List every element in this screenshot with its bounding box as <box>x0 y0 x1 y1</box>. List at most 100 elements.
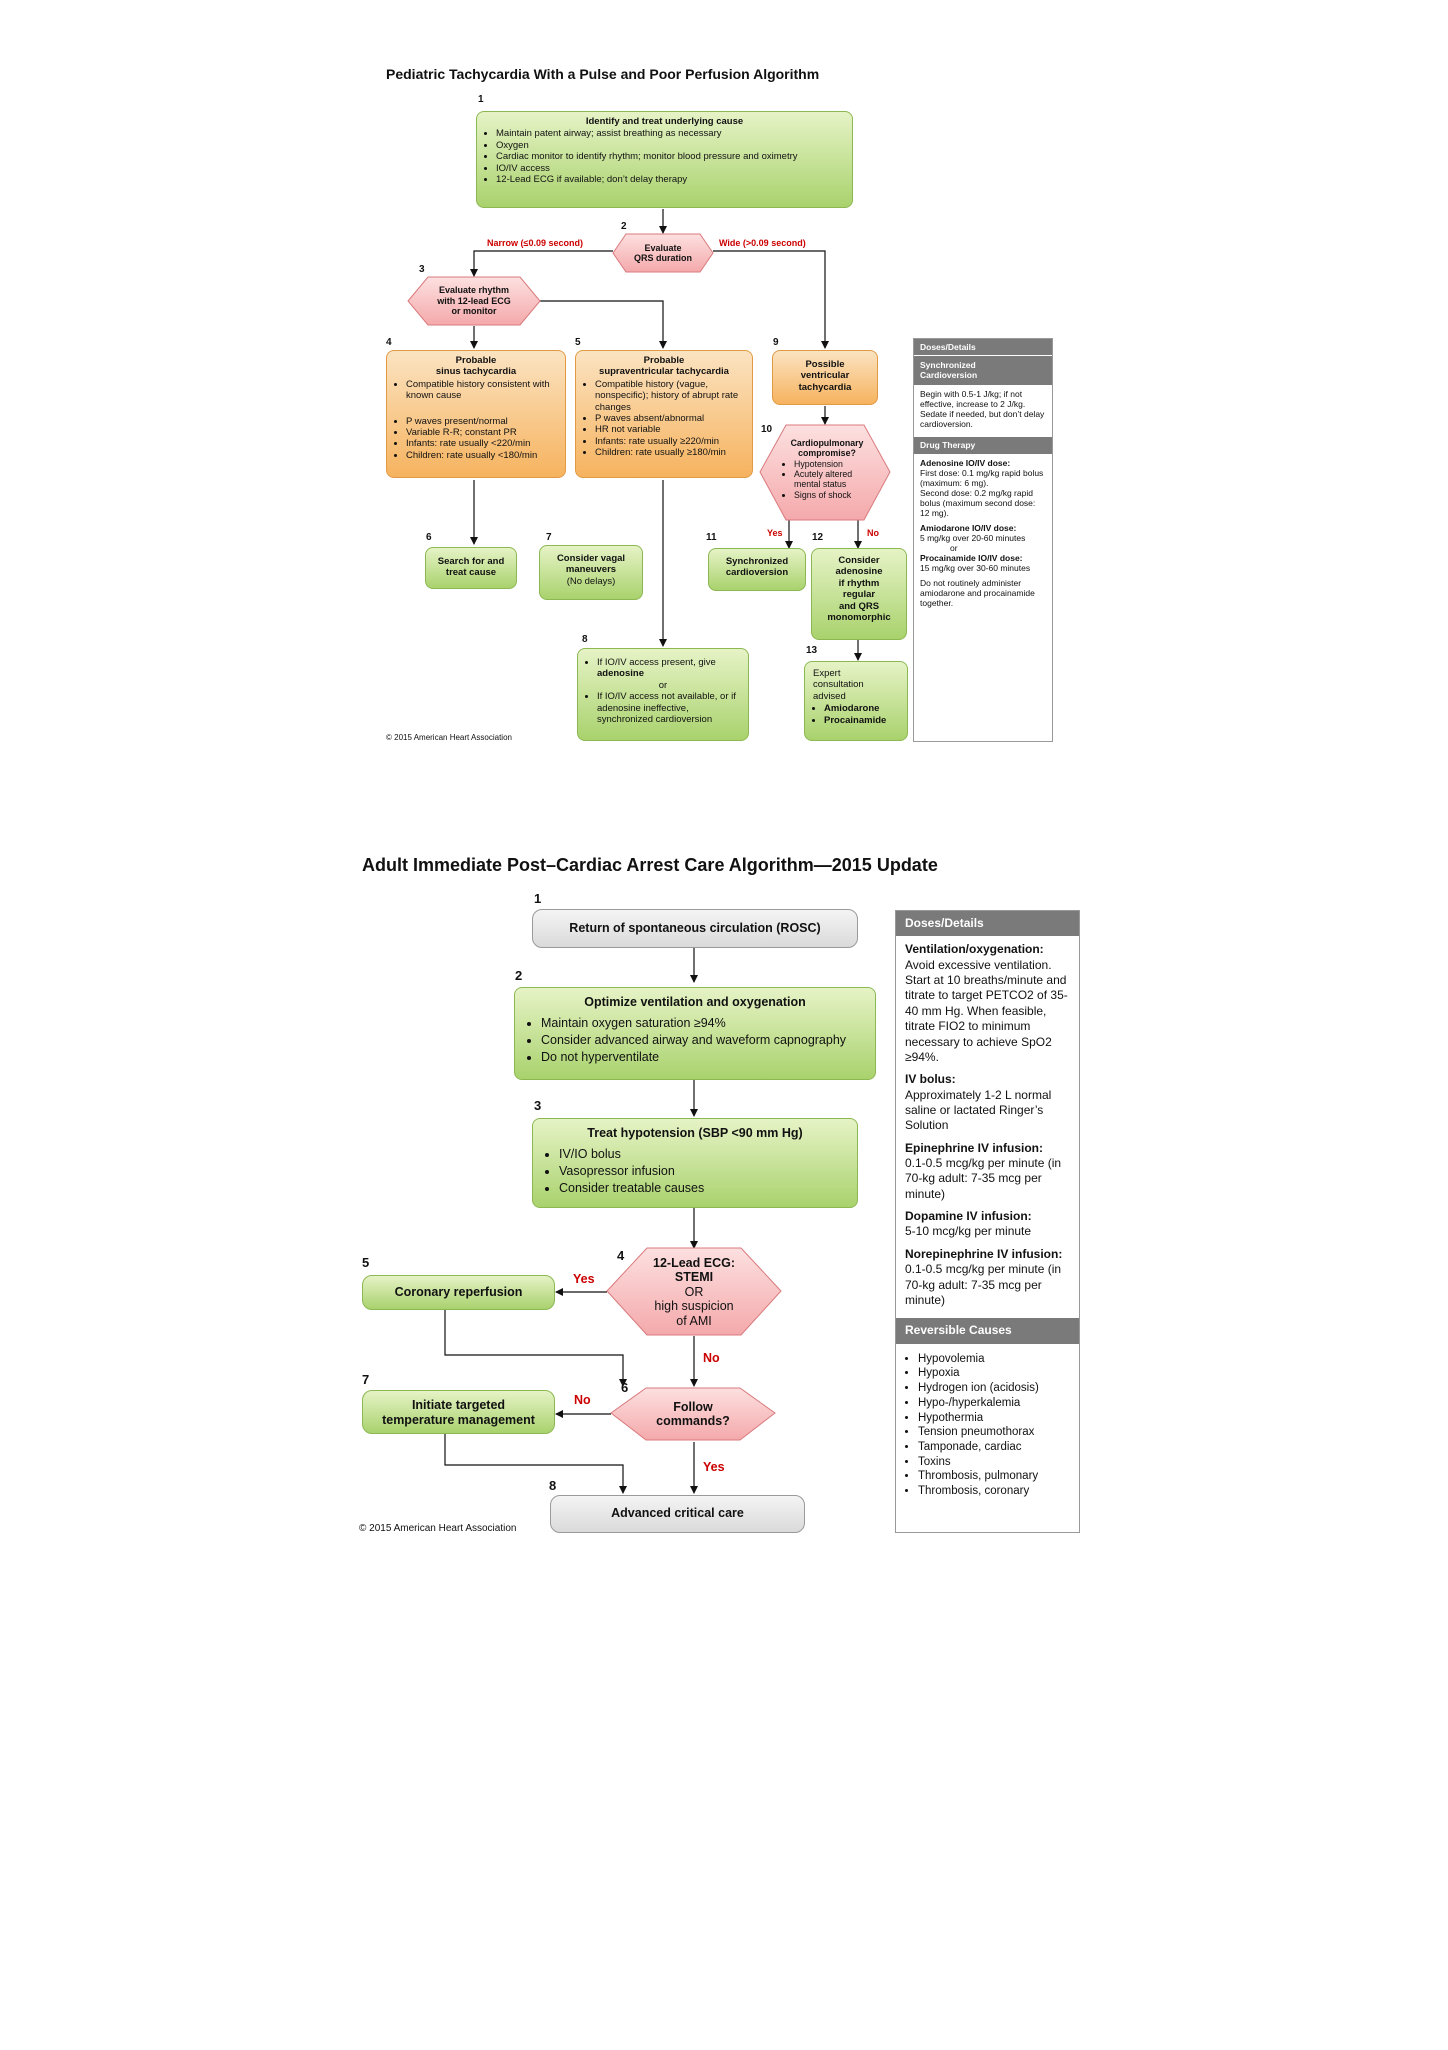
sync-cardioversion-box: Synchronized cardioversion <box>708 548 806 591</box>
step-number: 4 <box>386 337 392 348</box>
box-line: (No delays) <box>566 575 616 587</box>
list-item: Children: rate usually ≥180/min <box>595 447 744 458</box>
consider-adenosine-box: Consider adenosine if rhythm regular and… <box>811 548 907 640</box>
box-line: Possible <box>805 359 845 370</box>
rhythm-hexagon <box>407 276 541 326</box>
ventilation-box: Optimize ventilation and oxygenation Mai… <box>514 987 876 1080</box>
list-item: Consider treatable causes <box>559 1180 847 1197</box>
box-line: if rhythm <box>838 577 880 589</box>
cause-item: Tamponade, cardiac <box>918 1440 1070 1455</box>
dose-heading: IV bolus: <box>905 1072 956 1087</box>
drug-text: Second dose: 0.2 mg/kg rapid bolus (maxi… <box>920 488 1036 519</box>
box-title: supraventricular tachycardia <box>599 366 729 378</box>
list-item: Maintain patent airway; assist breathing… <box>496 128 844 139</box>
search-treat-box: Search for and treat cause <box>425 547 517 589</box>
box-line: Expert <box>813 668 841 679</box>
yes-label: Yes <box>767 528 783 538</box>
step-number: 12 <box>812 532 824 543</box>
box-line: treat cause <box>445 567 497 579</box>
list-item: 12-Lead ECG if available; don’t delay th… <box>496 174 844 185</box>
box-line: tachycardia <box>798 381 852 393</box>
dose-heading: Epinephrine IV infusion: <box>905 1140 1043 1155</box>
hex-line: OR <box>684 1284 704 1299</box>
panel-subheader: Drug Therapy <box>914 437 1052 454</box>
hex-line: high suspicion <box>654 1299 734 1314</box>
list-item: If IO/IV access not available, or if ade… <box>597 691 740 725</box>
step-number: 13 <box>806 645 818 656</box>
dose-heading: Dopamine IV infusion: <box>905 1209 1032 1224</box>
copyright: © 2015 American Heart Association <box>359 1523 517 1534</box>
step-number: 2 <box>515 968 523 983</box>
step-number: 5 <box>362 1255 370 1270</box>
step-number: 11 <box>706 532 717 543</box>
cause-item: Hypothermia <box>918 1411 1070 1426</box>
drug-heading: Adenosine IO/IV dose: <box>920 457 1011 468</box>
step-number: 3 <box>534 1098 542 1113</box>
list-item: Cardiac monitor to identify rhythm; moni… <box>496 151 844 162</box>
dose-text: 0.1-0.5 mcg/kg per minute (in 70-kg adul… <box>905 1262 1062 1307</box>
dose-text: 0.1-0.5 mcg/kg per minute (in 70-kg adul… <box>905 1156 1062 1201</box>
box-line: Synchronized <box>725 556 789 567</box>
hex-line: of AMI <box>676 1313 712 1328</box>
follow-commands-hexagon <box>610 1387 776 1441</box>
adenosine-cardioversion-box: If IO/IV access present, give adenosine … <box>577 648 749 741</box>
box-title: sinus tachycardia <box>435 366 517 378</box>
list-item: Vasopressor infusion <box>559 1163 847 1180</box>
cause-item: Hypovolemia <box>918 1352 1070 1367</box>
step-number: 7 <box>362 1372 370 1387</box>
pediatric-title: Pediatric Tachycardia With a Pulse and P… <box>386 66 820 82</box>
hypotension-box: Treat hypotension (SBP <90 mm Hg) IV/IO … <box>532 1118 858 1208</box>
list-item: Oxygen <box>496 140 844 151</box>
expert-consultation-box: Expert consultation advised Amiodarone P… <box>804 661 908 741</box>
box-title: Probable <box>455 355 497 366</box>
list-item: Infants: rate usually <220/min <box>406 438 557 449</box>
hex-line: commands? <box>656 1414 730 1428</box>
subheader-line: Cardioversion <box>920 370 978 381</box>
box-title: Identify and treat underlying cause <box>585 116 744 127</box>
dose-text: Avoid excessive ventilation. Start at 10… <box>905 957 1068 1064</box>
box-title: Optimize ventilation and oxygenation <box>584 995 806 1009</box>
step-number: 5 <box>575 337 581 348</box>
list-item: P waves present/normal <box>406 416 557 427</box>
temperature-management-box: Initiate targeted temperature management <box>362 1390 555 1434</box>
box-title: Probable <box>643 355 685 366</box>
panel-header: Doses/Details <box>896 911 1079 937</box>
subheader-line: Synchronized <box>920 360 976 371</box>
box-line: regular <box>842 589 876 601</box>
cardioversion-text: Begin with 0.5-1 J/kg; if not effective,… <box>920 388 1045 430</box>
list-item: Procainamide <box>824 715 899 726</box>
step-number: 7 <box>546 532 552 543</box>
list-item: Consider advanced airway and waveform ca… <box>541 1032 865 1049</box>
ped-doses-panel: Doses/Details Synchronized Cardioversion… <box>913 338 1053 742</box>
drug-note: Do not routinely administer amiodarone a… <box>920 577 1035 608</box>
list-item: Infants: rate usually ≥220/min <box>595 436 744 447</box>
or-text: or <box>950 543 958 553</box>
no-label: No <box>574 1393 591 1407</box>
no-label: No <box>703 1351 720 1365</box>
dose-heading: Ventilation/oxygenation: <box>905 942 1044 957</box>
box-line: temperature management <box>382 1413 535 1427</box>
cause-item: Toxins <box>918 1455 1070 1470</box>
panel-subheader: Reversible Causes <box>896 1318 1079 1344</box>
step-number: 6 <box>426 532 432 543</box>
box-title: compromise? <box>798 448 856 459</box>
narrow-label: Narrow (≤0.09 second) <box>487 238 583 248</box>
list-item: Compatible history (vague, nonspecific);… <box>595 379 744 413</box>
drug-text: 5 mg/kg over 20-60 minutes <box>920 532 1026 543</box>
step-number: 10 <box>761 424 773 435</box>
vagal-maneuvers-box: Consider vagal maneuvers (No delays) <box>539 545 643 600</box>
yes-label: Yes <box>703 1460 725 1474</box>
list-item: Amiodarone <box>824 703 899 714</box>
cause-item: Hypo-/hyperkalemia <box>918 1396 1070 1411</box>
box-line: adenosine <box>835 566 883 578</box>
box-line: Consider <box>838 555 880 566</box>
box-line: Initiate targeted <box>411 1398 506 1412</box>
step-number: 2 <box>621 221 627 232</box>
rhythm-line: Evaluate rhythm <box>438 285 510 296</box>
dose-text: 5-10 mcg/kg per minute <box>905 1224 1032 1239</box>
qrs-hexagon <box>612 233 714 273</box>
list-text-bold: adenosine <box>597 668 644 680</box>
list-item: Variable R-R; constant PR <box>406 427 557 438</box>
